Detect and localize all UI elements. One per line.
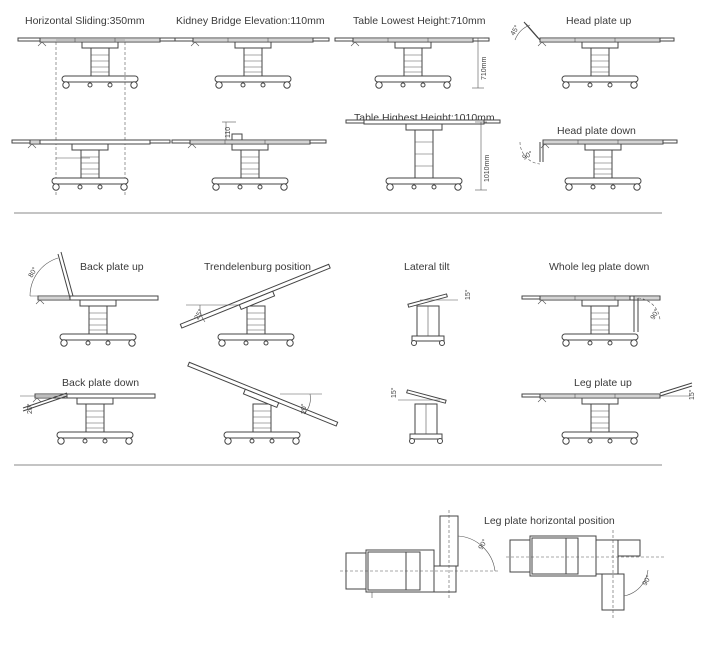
lowest-height-value: 710mm xyxy=(481,56,488,80)
back-plate-up-caption: Back plate up xyxy=(80,261,144,273)
leg-horiz-right-angle: 90° xyxy=(641,574,653,587)
head-up-angle: 45° xyxy=(509,24,521,37)
kidney-height-label: 110 xyxy=(225,127,232,138)
back-down-angle: 20° xyxy=(26,403,34,414)
back-plate-down-figure: Back plate down 20° xyxy=(20,377,156,444)
lowest-height-caption: Table Lowest Height:710mm xyxy=(353,15,486,27)
leg-plate-horizontal-figure: Leg plate horizontal position 90° xyxy=(340,510,665,620)
horizontal-sliding-figure: Horizontal Sliding:350mm xyxy=(11,15,181,195)
back-up-angle: 80° xyxy=(27,266,39,279)
top-view-right: 90° xyxy=(506,530,665,620)
lateral-bottom-angle: 15° xyxy=(390,387,398,398)
top-view-left: 90° xyxy=(340,510,500,600)
lateral-top-angle: 15° xyxy=(464,289,472,300)
trendelenburg-figure: Trendelenburg position 25° xyxy=(179,261,331,347)
head-plate-down-figure: Head plate down 90° xyxy=(519,125,678,190)
horizontal-sliding-caption: Horizontal Sliding:350mm xyxy=(25,15,145,27)
leg-up-angle: 15° xyxy=(688,389,696,400)
head-plate-up-figure: Head plate up 45° xyxy=(509,15,675,88)
whole-leg-angle: 90° xyxy=(649,308,661,321)
leg-plate-up-figure: Leg plate up 15° xyxy=(521,377,696,444)
leg-horizontal-caption: Leg plate horizontal position xyxy=(484,515,615,527)
highest-height-value: 1010mm xyxy=(484,155,491,182)
whole-leg-down-caption: Whole leg plate down xyxy=(549,261,650,273)
trend-right-angle: 20° xyxy=(300,403,308,414)
highest-height-figure: Table Highest Height:1010mm 1010mm xyxy=(345,112,501,191)
lateral-tilt-caption: Lateral tilt xyxy=(404,261,450,273)
lateral-tilt-figure: Lateral tilt 15° xyxy=(404,261,472,346)
head-plate-down-caption: Head plate down xyxy=(557,125,636,137)
back-plate-down-caption: Back plate down xyxy=(62,377,139,389)
lateral-tilt-reverse-figure: 15° xyxy=(390,387,447,444)
head-plate-up-caption: Head plate up xyxy=(566,15,632,27)
leg-horiz-left-angle: 90° xyxy=(477,538,489,551)
leg-plate-up-caption: Leg plate up xyxy=(574,377,632,389)
back-plate-up-figure: Back plate up 80° xyxy=(27,251,159,346)
whole-leg-down-figure: Whole leg plate down 90° xyxy=(521,261,661,346)
kidney-bridge-figure: Kidney Bridge Elevation:110mm 110 xyxy=(171,15,330,190)
lowest-height-figure: Table Lowest Height:710mm 710mm xyxy=(334,15,490,88)
trendelenburg-caption: Trendelenburg position xyxy=(204,261,311,273)
head-down-angle: 90° xyxy=(521,149,534,161)
kidney-bridge-caption: Kidney Bridge Elevation:110mm xyxy=(176,15,325,27)
reverse-trendelenburg-figure: 20° xyxy=(187,361,339,445)
